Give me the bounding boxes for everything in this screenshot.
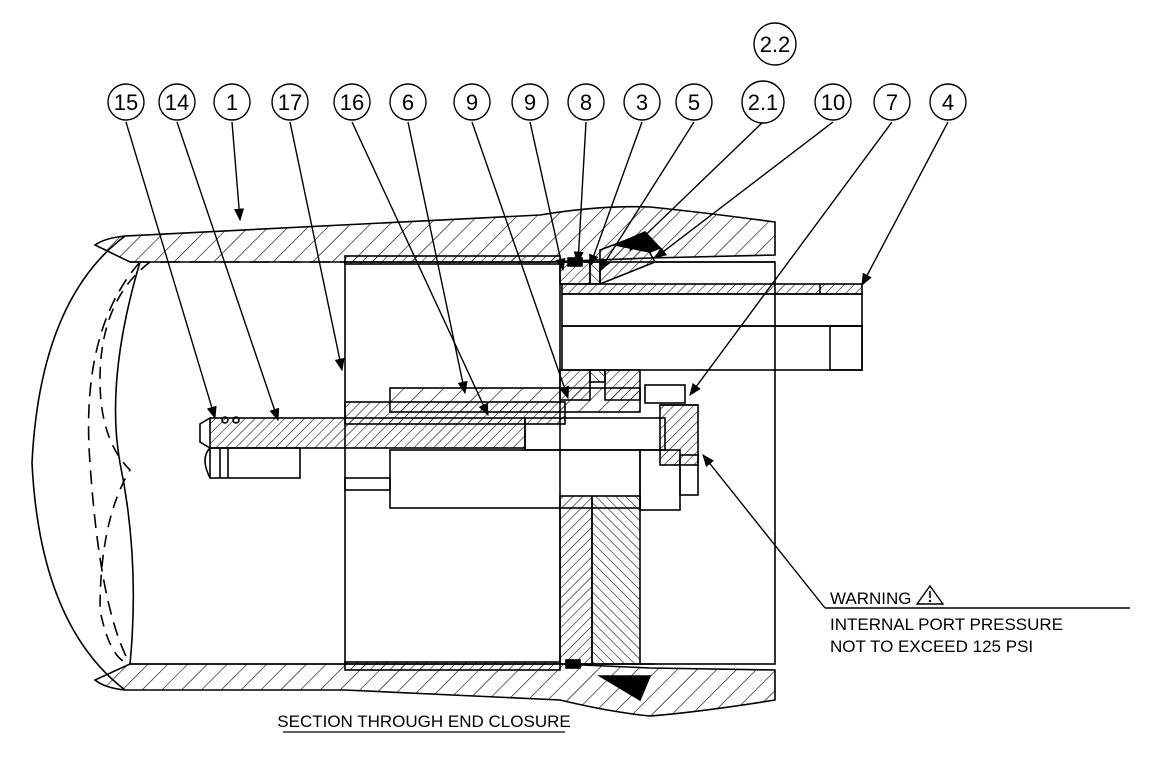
balloon-9b: 9 (511, 83, 549, 121)
balloon-10: 10 (814, 83, 852, 121)
balloon-label: 7 (886, 90, 898, 115)
balloon-label: 14 (165, 90, 189, 115)
balloon-17: 17 (271, 83, 309, 121)
balloon-label: 4 (942, 90, 954, 115)
vessel-inner-curve (114, 261, 141, 665)
balloon-9a: 9 (453, 83, 491, 121)
balloon-label: 10 (821, 90, 845, 115)
balloon-label: 2.2 (760, 32, 791, 57)
balloon-6: 6 (389, 83, 427, 121)
pressure-vessel-section (31, 205, 863, 717)
balloon-3: 3 (623, 83, 661, 121)
balloon-2-1: 2.1 (741, 80, 785, 124)
port-tube (561, 283, 863, 295)
balloon-label: 6 (402, 90, 414, 115)
balloon-label: 2.1 (748, 90, 779, 115)
balloon-label: 17 (278, 90, 302, 115)
balloon-1: 1 (213, 83, 251, 121)
warning-triangle-icon (915, 584, 945, 605)
balloon-5: 5 (675, 83, 713, 121)
balloon-label: 9 (466, 90, 478, 115)
balloon-label: 5 (688, 90, 700, 115)
balloon-8: 8 (567, 83, 605, 121)
vessel-shell-lower (93, 663, 776, 717)
balloon-2-2: 2.2 (753, 22, 797, 66)
drawing-caption: SECTION THROUGH END CLOSURE (277, 712, 571, 733)
balloon-7: 7 (873, 83, 911, 121)
balloon-15: 15 (107, 83, 145, 121)
vessel-open-end (31, 235, 126, 691)
leader-lines (125, 121, 1130, 609)
warning-title: WARNING (830, 589, 912, 608)
lower-plate-a (559, 495, 593, 665)
balloon-label: 1 (226, 90, 238, 115)
balloon-14: 14 (158, 83, 196, 121)
balloon-4: 4 (929, 83, 967, 121)
balloon-label: 8 (580, 90, 592, 115)
warning-line-2: NOT TO EXCEED 125 PSI (830, 637, 1033, 656)
item-balloons: 15 14 1 17 16 6 9 9 8 3 5 2.1 10 7 4 2.2 (107, 22, 967, 124)
lower-plate-b (591, 495, 641, 665)
warning-line-1: INTERNAL PORT PRESSURE (830, 615, 1063, 634)
balloon-16: 16 (333, 83, 371, 121)
warning-note: WARNING INTERNAL PORT PRESSURE NOT TO EX… (830, 584, 1063, 656)
caption-text: SECTION THROUGH END CLOSURE (277, 712, 570, 731)
vessel-inner-dashed (87, 261, 141, 665)
balloon-label: 9 (524, 90, 536, 115)
balloon-label: 15 (114, 90, 138, 115)
balloon-label: 16 (340, 90, 364, 115)
balloon-label: 3 (636, 90, 648, 115)
